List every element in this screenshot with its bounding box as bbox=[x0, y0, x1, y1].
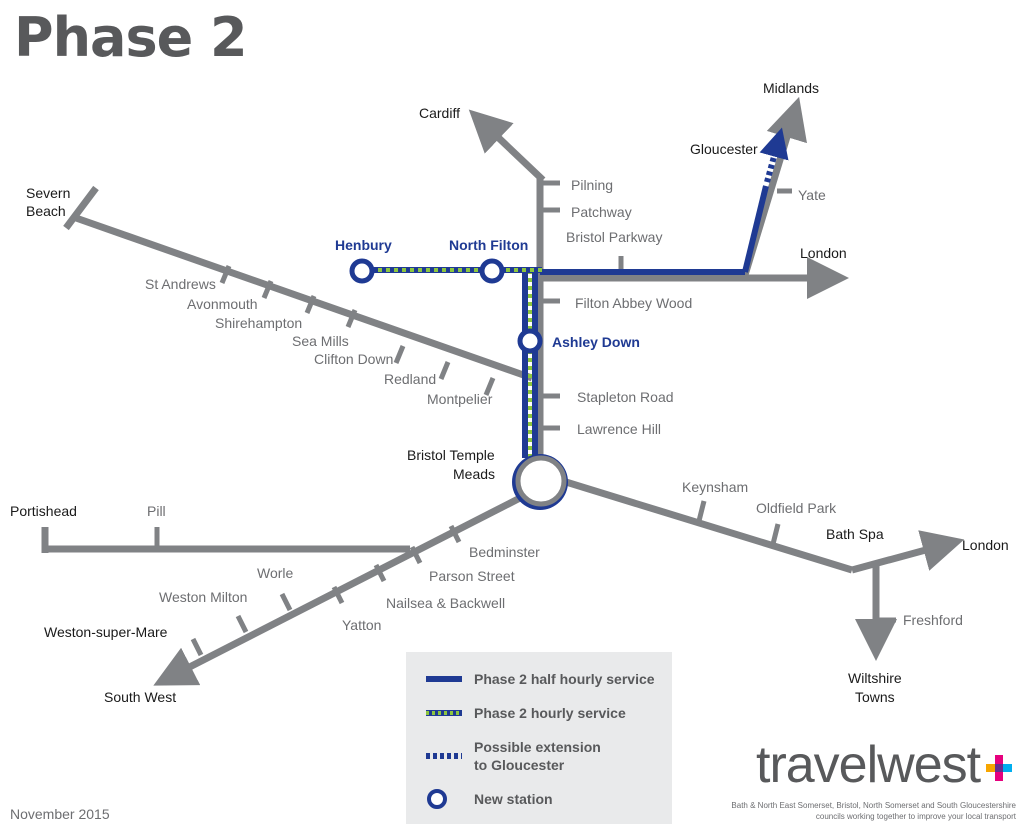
station-bedminster: Bedminster bbox=[469, 544, 540, 560]
station-nailsea-backwell: Nailsea & Backwell bbox=[386, 595, 505, 611]
station-patchway: Patchway bbox=[571, 204, 632, 220]
henbury-marker bbox=[349, 258, 375, 284]
station-stapleton-road: Stapleton Road bbox=[577, 389, 674, 405]
severn-beach-buffer bbox=[63, 185, 99, 231]
legend-row-new-station: New station bbox=[424, 788, 553, 810]
legend-row-extension: Possible extension to Gloucester bbox=[424, 738, 601, 774]
brand-tagline: Bath & North East Somerset, Bristol, Nor… bbox=[720, 800, 1016, 822]
south-west-line bbox=[153, 494, 522, 686]
date-label: November 2015 bbox=[10, 806, 110, 822]
dest-south-west: South West bbox=[104, 689, 176, 705]
green-hourly-service bbox=[362, 267, 542, 458]
station-worle: Worle bbox=[257, 565, 294, 581]
dest-wiltshire-2: Towns bbox=[855, 689, 895, 705]
legend-swatch-new-station bbox=[427, 789, 447, 809]
severn-beach-line bbox=[74, 214, 534, 382]
station-yatton: Yatton bbox=[342, 617, 381, 633]
legend-label-new-station: New station bbox=[474, 791, 553, 807]
station-pill: Pill bbox=[147, 503, 166, 519]
station-parson-street: Parson Street bbox=[429, 568, 515, 584]
legend-label-extension-2: to Gloucester bbox=[474, 757, 565, 773]
legend-swatch-half-hourly bbox=[426, 676, 462, 682]
station-yate: Yate bbox=[798, 187, 826, 203]
station-keynsham: Keynsham bbox=[682, 479, 748, 495]
london-east-line bbox=[851, 530, 965, 574]
brand-tagline-2: councils working together to improve you… bbox=[815, 812, 1016, 821]
legend-label-extension: Possible extension to Gloucester bbox=[474, 738, 601, 774]
dest-gloucester: Gloucester bbox=[690, 141, 758, 157]
station-shirehampton: Shirehampton bbox=[215, 315, 302, 331]
station-filton-abbey-wood: Filton Abbey Wood bbox=[575, 295, 692, 311]
page-title: Phase 2 bbox=[14, 6, 248, 69]
terminus-temple-meads-2: Meads bbox=[453, 466, 495, 482]
terminus-bath-spa: Bath Spa bbox=[826, 526, 884, 542]
station-bristol-parkway: Bristol Parkway bbox=[566, 229, 662, 245]
north-filton-marker bbox=[479, 258, 505, 284]
temple-meads-interchange bbox=[512, 454, 568, 510]
station-avonmouth: Avonmouth bbox=[187, 296, 258, 312]
dest-wiltshire-1: Wiltshire bbox=[848, 670, 902, 686]
station-st-andrews: St Andrews bbox=[145, 276, 216, 292]
legend-row-half-hourly: Phase 2 half hourly service bbox=[424, 670, 655, 688]
legend-label-extension-1: Possible extension bbox=[474, 739, 601, 755]
dest-london-east: London bbox=[962, 537, 1009, 553]
terminus-temple-meads-1: Bristol Temple bbox=[407, 447, 495, 463]
terminus-weston-super-mare: Weston-super-Mare bbox=[44, 624, 168, 640]
new-station-markers bbox=[349, 258, 543, 354]
cardiff-line bbox=[468, 109, 546, 183]
travelwest-plus-icon bbox=[986, 755, 1012, 781]
new-station-north-filton: North Filton bbox=[449, 237, 528, 253]
travelwest-logo: travelwest bbox=[756, 736, 981, 794]
terminus-severn-1: Severn bbox=[26, 185, 70, 201]
station-oldfield-park: Oldfield Park bbox=[756, 500, 837, 516]
ashley-down-marker bbox=[517, 328, 543, 354]
new-station-ashley-down: Ashley Down bbox=[552, 334, 640, 350]
new-station-henbury: Henbury bbox=[335, 237, 392, 253]
legend-label-hourly: Phase 2 hourly service bbox=[474, 705, 626, 721]
bath-line bbox=[564, 478, 854, 574]
legend: Phase 2 half hourly service Phase 2 hour… bbox=[406, 652, 672, 824]
dest-cardiff: Cardiff bbox=[419, 105, 460, 121]
station-redland: Redland bbox=[384, 371, 436, 387]
legend-swatch-extension bbox=[426, 753, 462, 759]
grey-track-network bbox=[41, 96, 965, 686]
dest-midlands: Midlands bbox=[763, 80, 819, 96]
legend-label-half-hourly: Phase 2 half hourly service bbox=[474, 671, 655, 687]
station-sea-mills: Sea Mills bbox=[292, 333, 349, 349]
terminus-portishead: Portishead bbox=[10, 503, 77, 519]
dest-london-north: London bbox=[800, 245, 847, 261]
station-ticks bbox=[154, 180, 896, 657]
brand-tagline-1: Bath & North East Somerset, Bristol, Nor… bbox=[731, 801, 1016, 810]
terminus-severn-2: Beach bbox=[26, 203, 66, 219]
station-lawrence-hill: Lawrence Hill bbox=[577, 421, 661, 437]
station-weston-milton: Weston Milton bbox=[159, 589, 247, 605]
blue-half-hourly-service bbox=[522, 185, 769, 458]
station-clifton-down: Clifton Down bbox=[314, 351, 393, 367]
station-freshford: Freshford bbox=[903, 612, 963, 628]
legend-swatch-hourly bbox=[426, 710, 462, 716]
station-montpelier: Montpelier bbox=[427, 391, 493, 407]
legend-row-hourly: Phase 2 hourly service bbox=[424, 704, 626, 722]
station-pilning: Pilning bbox=[571, 177, 613, 193]
